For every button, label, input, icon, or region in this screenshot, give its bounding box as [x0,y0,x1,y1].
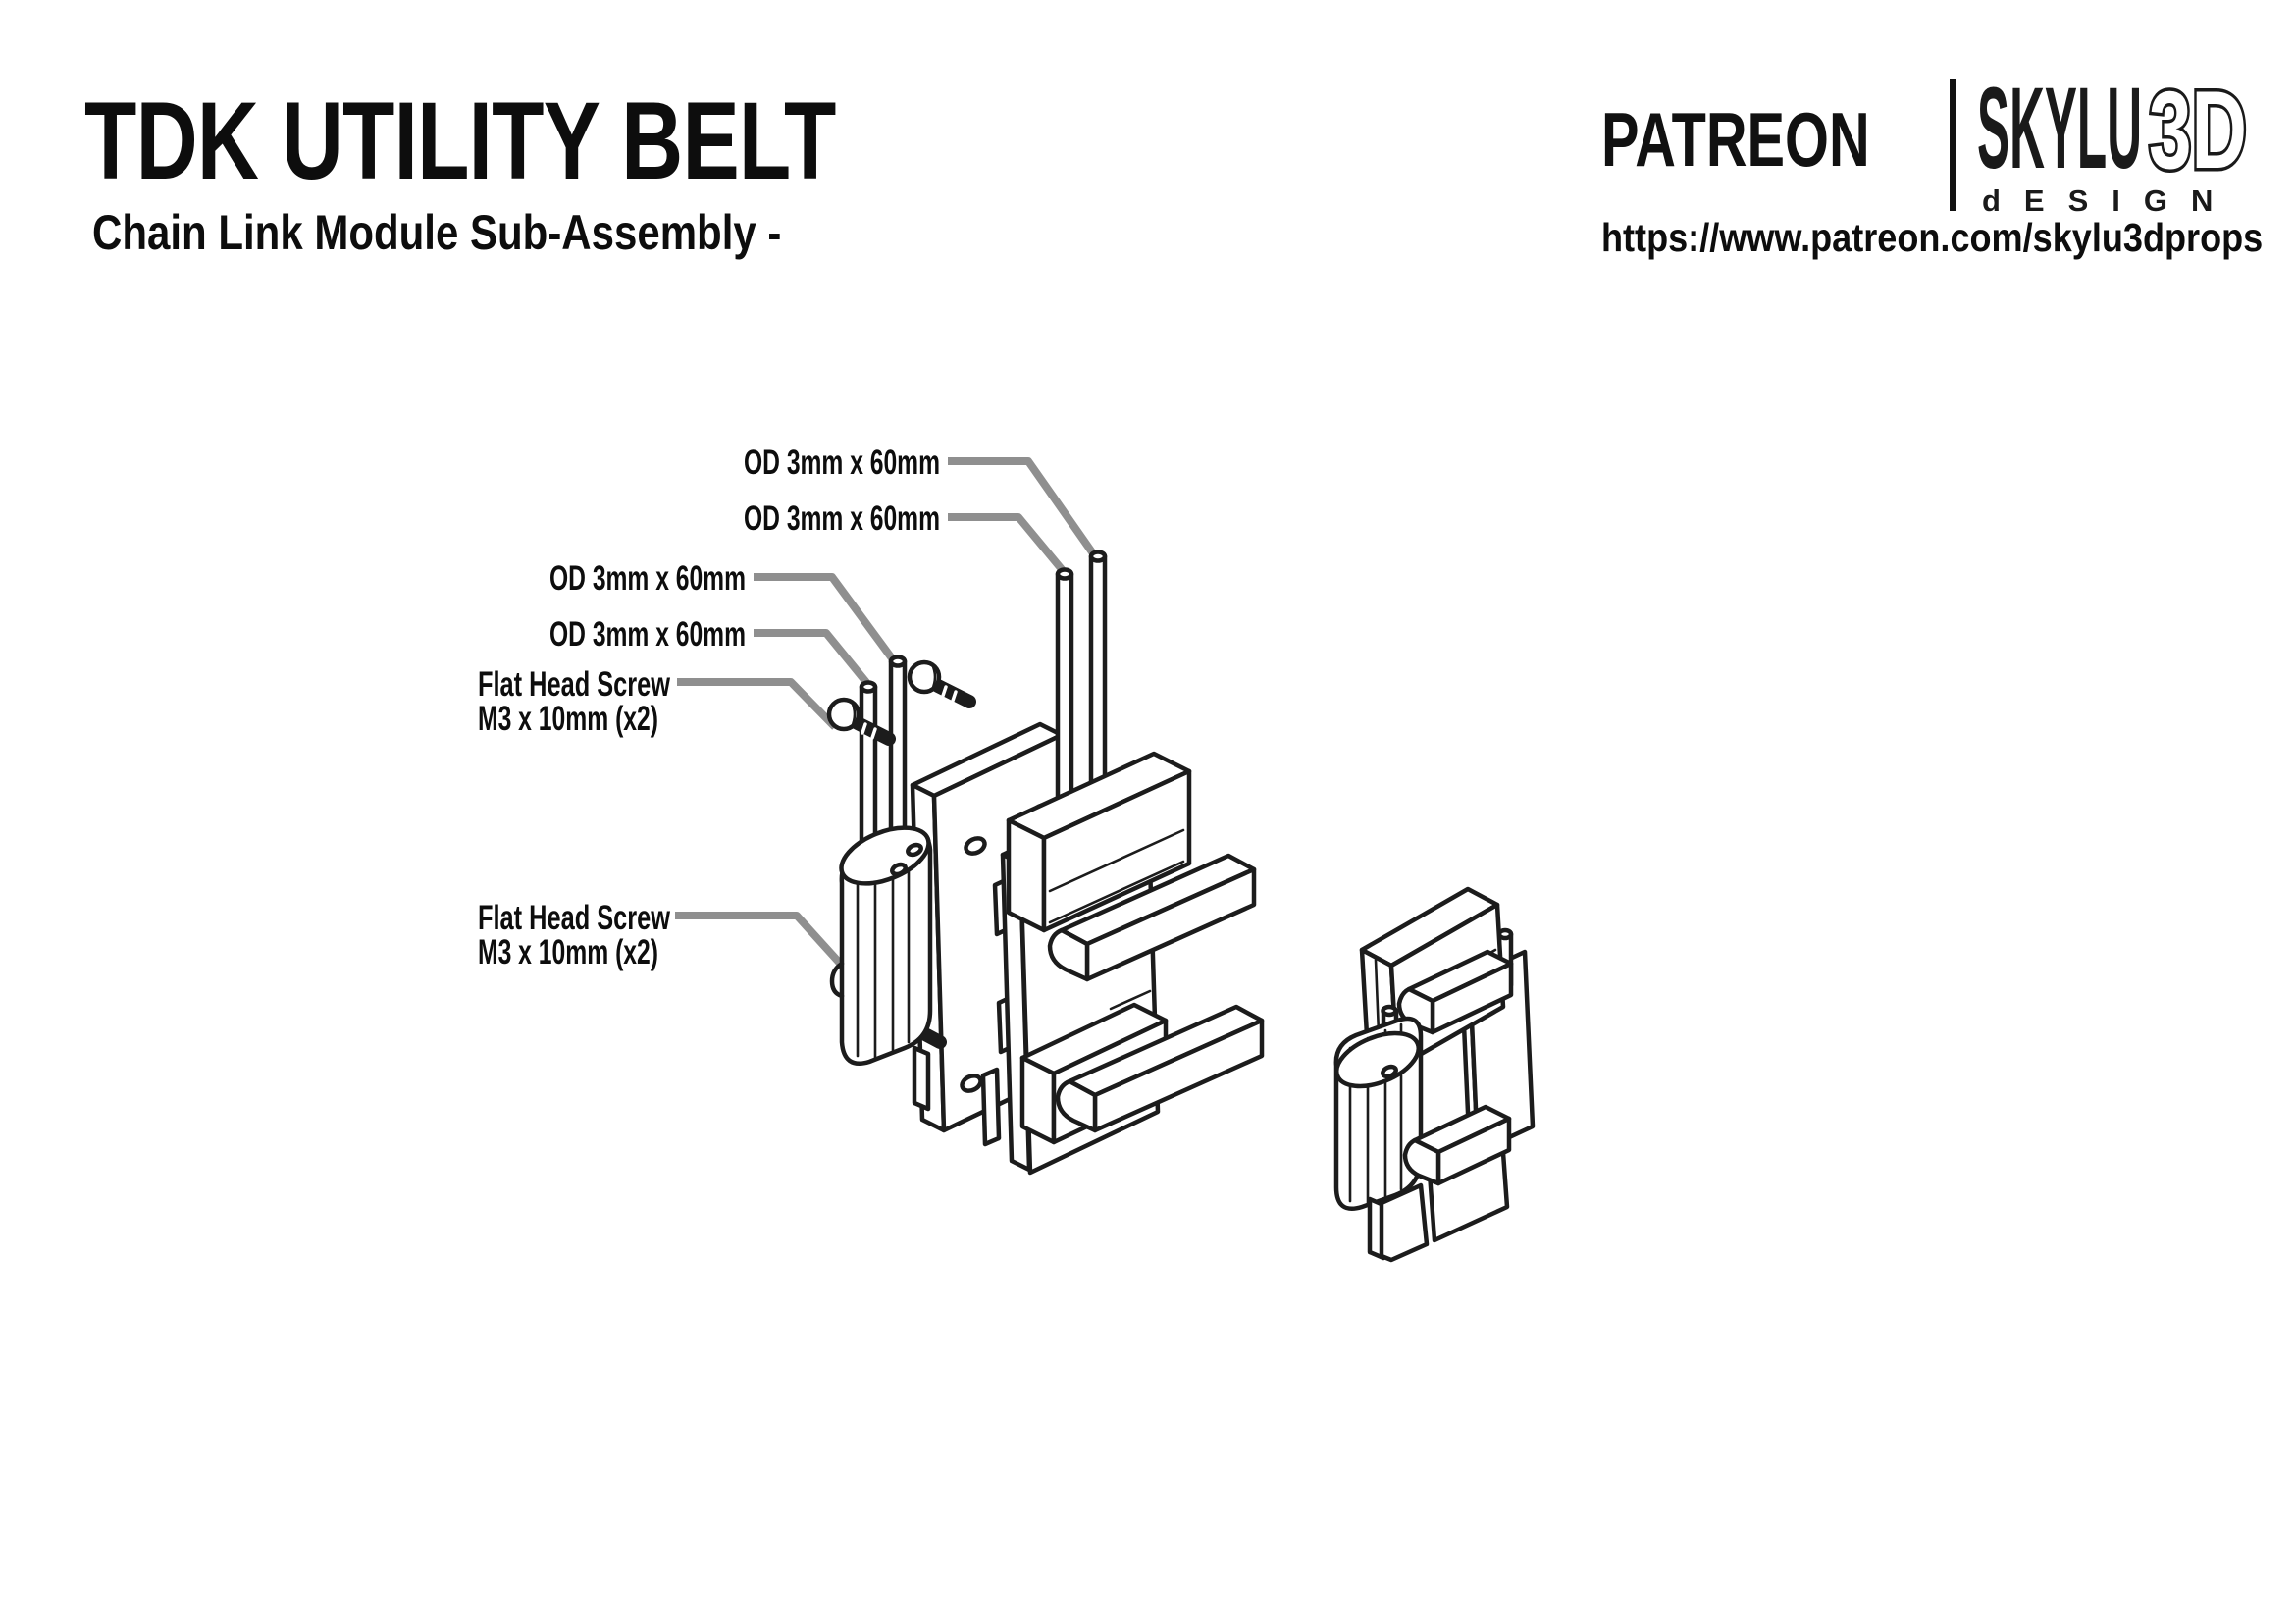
assembled-foot-block [1379,1182,1430,1263]
page-title: TDK UTILITY BELT [84,79,836,202]
screw-threads [941,685,958,703]
leader-screw1 [677,678,838,730]
cylinder-peg [912,1045,931,1112]
cylinder-hole [1381,1064,1398,1079]
screw-head-edge [930,662,937,692]
skylu3d-logo-main: SKYLU [1977,74,2142,183]
plate-hole [964,836,987,856]
patreon-url: https://www.patreon.com/skylu3dprops [1601,215,2264,260]
bar-round-end [1402,1137,1441,1186]
rod-tip [859,680,878,694]
label-rod4: OD 3mm x 60mm [549,615,746,654]
leader-lines [675,457,1099,970]
assembled-cylinder [1333,1016,1424,1211]
leader-screw2 [675,912,847,970]
branding-block: PATREON SKYLU 3D dESIGN https://www.patr… [1599,74,2263,270]
bracket-shelf-end [1019,1055,1057,1145]
cylinder-hole [906,842,923,858]
chain-bar-lower [1055,1004,1265,1133]
leader-rod2 [948,513,1069,577]
assembled-bar-lower [1402,1104,1512,1186]
bar-round-end [1047,927,1090,982]
leader-rod3 [754,573,899,665]
chain-bar-upper [1047,853,1257,982]
rod-tip [1088,550,1108,563]
flat-head-screw-2 [826,697,896,746]
screw-head-edge [850,700,857,729]
skylu3d-logo-3d: 3D [2149,74,2247,183]
assembled-bar-upper [1396,949,1514,1035]
cylinder-contours [856,838,911,1062]
rod-tip [888,655,908,668]
skylu3d-logo: SKYLU 3D [1977,74,2251,183]
label-rod2: OD 3mm x 60mm [744,499,940,538]
plate-peg [980,1067,1002,1147]
brand-divider [1950,79,1956,211]
screw-head [907,659,942,695]
side-screw-rim [829,961,845,999]
label-rod3: OD 3mm x 60mm [549,559,746,598]
chain-link-cylinder [829,825,933,1066]
rod-tip [1381,1004,1398,1018]
page-subtitle: Chain Link Module Sub-Assembly - [92,205,782,260]
cylinder-hole [890,862,908,877]
bracket-rail-end [1006,817,1047,933]
label-screw2-line2: M3 x 10mm (x2) [478,933,658,971]
callout-labels: OD 3mm x 60mm OD 3mm x 60mm OD 3mm x 60m… [478,444,940,971]
screw-head [826,697,861,732]
cylinder-top-face [1334,1030,1421,1089]
bar-round-end [1055,1078,1098,1133]
assembled-view [1333,886,1536,1263]
cylinder-contours [1348,1022,1403,1207]
patreon-wordmark: PATREON [1601,96,1870,183]
bracket-rail-steps [1048,828,1185,924]
screw-threads [861,722,877,740]
label-screw2-line1: Flat Head Screw [478,899,671,937]
leader-rod4 [754,629,873,689]
skylu3d-logo-design: dESIGN [1982,183,2237,218]
label-rod1: OD 3mm x 60mm [744,444,940,482]
plate-hole [960,1074,983,1093]
label-screw1-line1: Flat Head Screw [478,665,671,704]
exploded-view [826,550,1265,1176]
bracket-rail-face [1041,768,1192,933]
label-screw1-line2: M3 x 10mm (x2) [478,700,658,738]
rod-tip [1055,567,1074,581]
flat-head-screw-1 [907,659,976,708]
leader-rod1 [948,457,1099,559]
